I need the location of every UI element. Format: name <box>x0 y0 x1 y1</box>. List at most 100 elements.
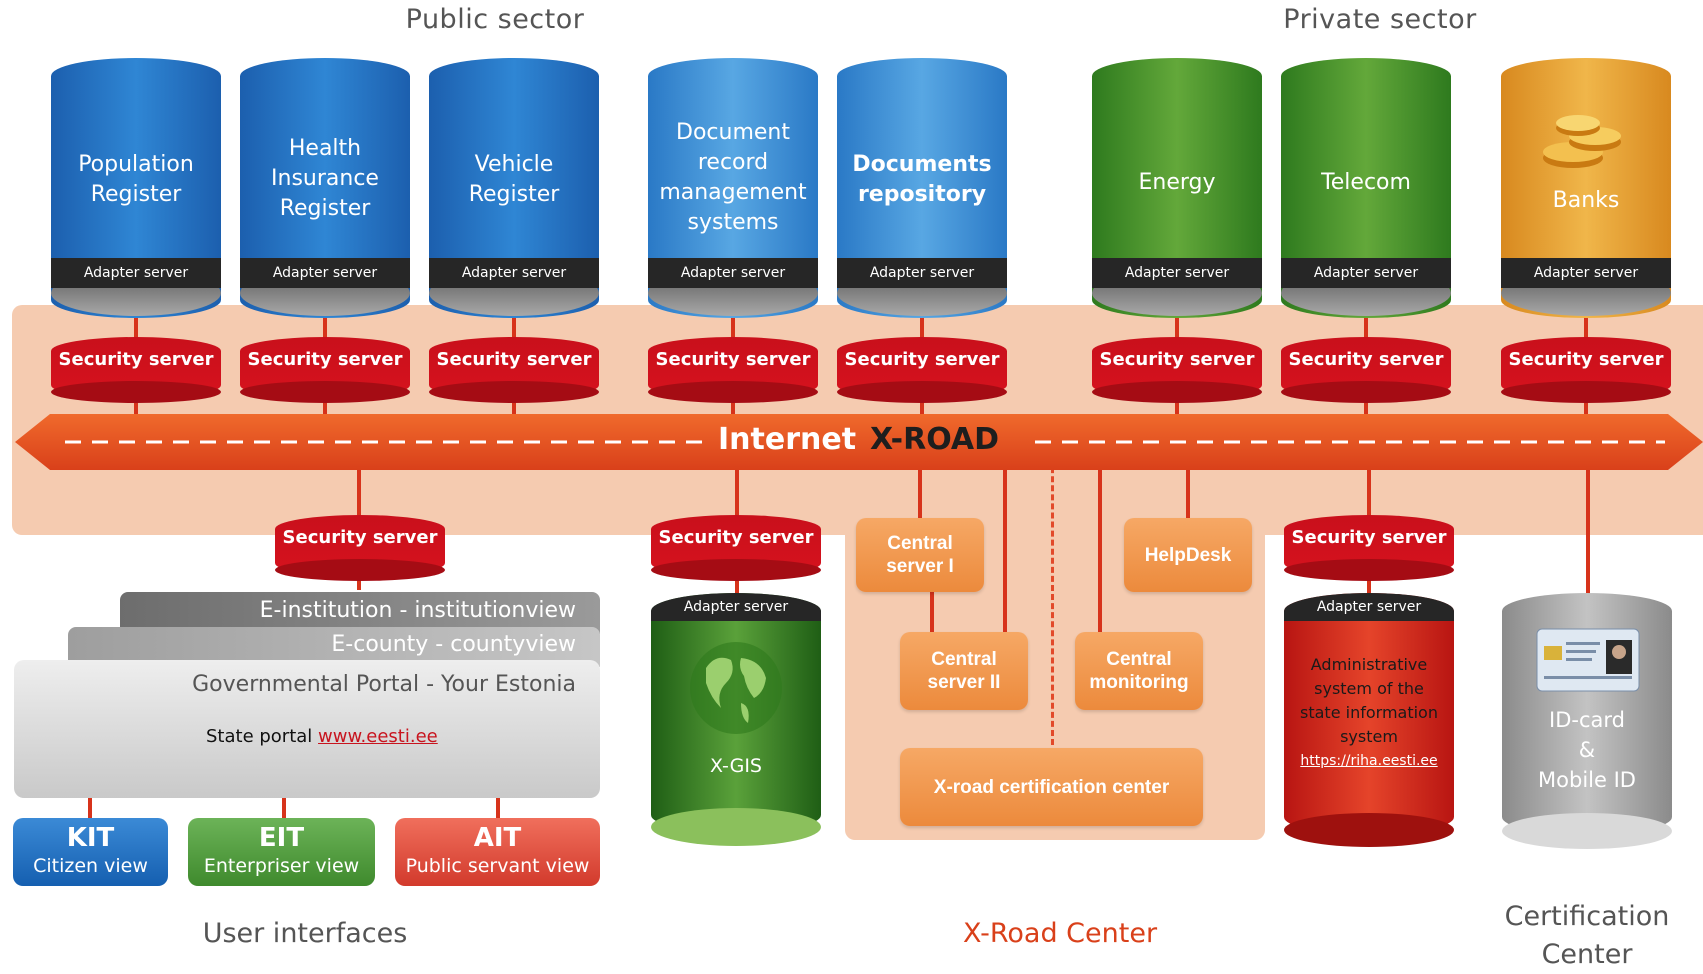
adapter-server-label: Adapter server <box>429 258 599 288</box>
xroad-certification-center-box[interactable]: X-road certification center <box>900 748 1203 826</box>
database-label-line: Population <box>78 152 194 177</box>
connector <box>88 790 92 820</box>
certification-center-line: Center <box>1541 939 1633 970</box>
box-label-line: server I <box>886 556 954 577</box>
security-server-label: Security server <box>1508 349 1664 370</box>
security-server-label: Security server <box>58 349 214 370</box>
box-label-line: Central <box>931 649 997 670</box>
riha-line: system <box>1340 727 1398 746</box>
x-gis-label: X-GIS <box>709 755 762 777</box>
xroad-bar: Internet X-ROAD <box>15 410 1703 474</box>
state-portal-line: State portal www.eesti.ee <box>206 726 438 747</box>
riha-link[interactable]: https://riha.eesti.ee <box>1300 753 1438 769</box>
database-label-line: Register <box>90 182 182 207</box>
security-server[interactable]: Security server <box>1092 337 1262 403</box>
eit-label: EIT <box>258 823 305 853</box>
certification-center-title: Certification Center <box>1487 898 1687 974</box>
security-server[interactable]: Security server <box>240 337 410 403</box>
internet-label: Internet <box>718 422 857 457</box>
security-server[interactable]: Security server <box>651 515 821 581</box>
certification-center-line: Certification <box>1504 901 1670 932</box>
security-server-label: Security server <box>844 349 1000 370</box>
database-x-gis[interactable]: Adapter server X-GIS <box>651 593 821 851</box>
security-server[interactable]: Security server <box>1501 337 1671 403</box>
riha-line: Administrative <box>1310 655 1428 674</box>
database-label-line: Document <box>676 120 790 145</box>
security-server[interactable]: Security server <box>275 515 445 581</box>
user-interfaces-title: User interfaces <box>202 918 408 949</box>
helpdesk-box[interactable]: HelpDesk <box>1124 518 1252 592</box>
security-server[interactable]: Security server <box>837 337 1007 403</box>
governmental-portal-panel[interactable]: Governmental Portal - Your Estonia State… <box>14 660 600 798</box>
database-label-line: management <box>659 180 807 205</box>
box-label-line: monitoring <box>1089 672 1189 693</box>
coins-icon <box>1533 108 1633 182</box>
database-label-line: Register <box>468 182 560 207</box>
security-server[interactable]: Security server <box>648 337 818 403</box>
database-label-line: systems <box>687 210 779 235</box>
public-sector-title: Public sector <box>405 4 585 35</box>
security-server-label: Security server <box>247 349 403 370</box>
adapter-server-label: Adapter server <box>651 593 821 621</box>
id-card-label: ID-card & Mobile ID <box>1502 705 1672 795</box>
state-portal-link[interactable]: www.eesti.ee <box>318 726 438 747</box>
security-server-label: Security server <box>658 527 814 548</box>
database-label-line: Health <box>288 136 362 161</box>
id-card-line: & <box>1578 738 1596 762</box>
ait-sub-label: Public servant view <box>405 855 590 877</box>
e-county-label: E-county - countyview <box>331 632 576 657</box>
kit-sub-label: Citizen view <box>33 855 148 877</box>
database-label-line: Documents <box>852 152 992 177</box>
id-card-icon <box>1536 628 1640 696</box>
database-label-line: record <box>697 150 769 175</box>
security-server-label: Security server <box>1291 527 1447 548</box>
box-label-line: server II <box>927 672 1001 693</box>
connector <box>496 790 500 820</box>
database-label-line: repository <box>857 182 987 207</box>
database-riha[interactable]: Adapter server Administrative system of … <box>1284 593 1454 853</box>
ait-label: AIT <box>473 823 522 853</box>
security-server-label: Security server <box>282 527 438 548</box>
adapter-server-label: Adapter server <box>51 258 221 288</box>
security-server[interactable]: Security server <box>1284 515 1454 581</box>
adapter-server-label: Adapter server <box>240 258 410 288</box>
id-card-line: Mobile ID <box>1538 768 1636 792</box>
certification-dashed-line <box>1051 440 1054 745</box>
adapter-server-label: Adapter server <box>1092 258 1262 288</box>
security-server[interactable]: Security server <box>51 337 221 403</box>
globe-icon <box>686 638 786 742</box>
security-server-label: Security server <box>655 349 811 370</box>
security-server-label: Security server <box>436 349 592 370</box>
private-sector-title: Private sector <box>1283 4 1477 35</box>
ait-public-servant-view-button[interactable]: AIT Public servant view <box>395 818 600 886</box>
governmental-portal-label: Governmental Portal - Your Estonia <box>192 672 576 697</box>
database-id-card[interactable]: ID-card & Mobile ID <box>1502 593 1672 853</box>
connector <box>1098 440 1102 635</box>
database-label-line: Insurance <box>271 166 379 191</box>
eit-sub-label: Enterpriser view <box>203 855 360 877</box>
security-server[interactable]: Security server <box>1281 337 1451 403</box>
adapter-server-label: Adapter server <box>648 258 818 288</box>
box-label-line: X-road certification center <box>933 776 1170 798</box>
xroad-label: X-ROAD <box>870 422 1000 457</box>
e-institution-label: E-institution - institutionview <box>259 598 576 623</box>
box-label-line: Central <box>1106 649 1172 670</box>
id-card-line: ID-card <box>1549 708 1625 732</box>
database-label-line: Vehicle <box>474 152 554 177</box>
security-server-label: Security server <box>1288 349 1444 370</box>
connector <box>282 790 286 820</box>
database-label-line: Telecom <box>1321 170 1411 195</box>
kit-label: KIT <box>66 823 115 853</box>
state-portal-prefix: State portal <box>206 726 313 747</box>
security-server[interactable]: Security server <box>429 337 599 403</box>
eit-enterpriser-view-button[interactable]: EIT Enterpriser view <box>188 818 375 886</box>
riha-line: state information <box>1300 703 1438 722</box>
connector <box>1586 440 1590 600</box>
adapter-server-label: Adapter server <box>1281 258 1451 288</box>
connector <box>1003 440 1007 635</box>
kit-citizen-view-button[interactable]: KIT Citizen view <box>13 818 168 886</box>
adapter-server-label: Adapter server <box>1284 593 1454 621</box>
